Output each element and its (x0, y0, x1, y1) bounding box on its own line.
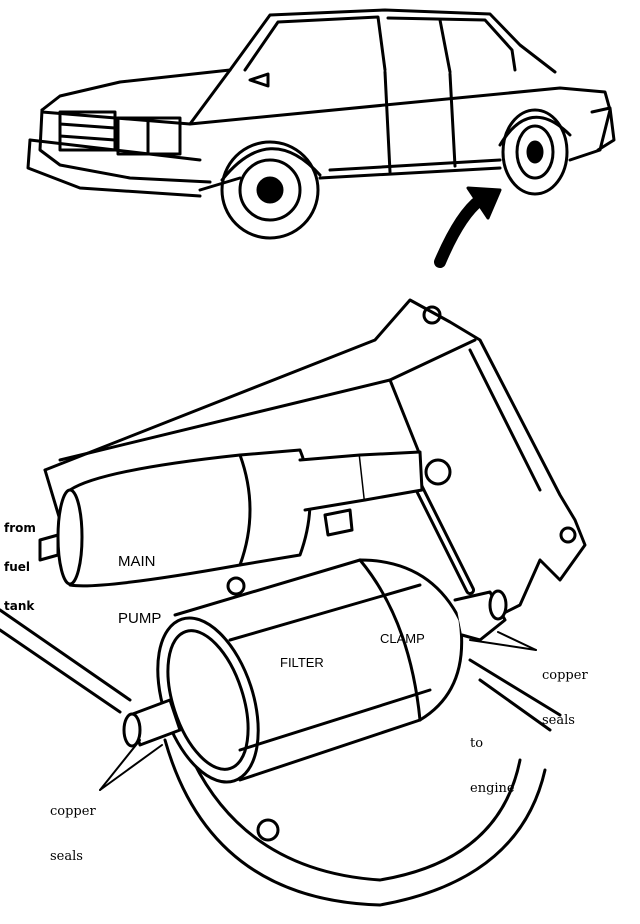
label-fuel-line: fuel (4, 560, 31, 574)
leader-lines (99, 631, 537, 791)
car-illustration (26, 8, 616, 240)
label-copper-seals-right: copper seals (542, 638, 588, 743)
label-engine-line: engine (470, 781, 515, 796)
pointer-arrow (434, 186, 502, 268)
label-from-line: from (4, 521, 36, 535)
label-to-line: to (470, 736, 484, 751)
label-to-engine: to engine (470, 706, 515, 811)
mounting-bracket (43, 298, 587, 617)
label-clamp: CLAMP (380, 631, 425, 646)
label-main-line: MAIN (118, 553, 156, 570)
label-seals-line: seals (50, 849, 83, 864)
label-filter: FILTER (280, 655, 324, 670)
label-from-fuel-tank: from fuel tank (4, 496, 36, 626)
label-tank-line: tank (4, 599, 35, 613)
fuel-filter (122, 558, 508, 842)
fuel-lines (0, 465, 562, 907)
label-pump-line: PUMP (118, 610, 162, 627)
label-copper-seals-left: copper seals (50, 774, 96, 879)
label-seals-line: seals (542, 713, 575, 728)
label-copper-line: copper (50, 804, 96, 819)
main-pump (38, 448, 452, 588)
label-copper-line: copper (542, 668, 588, 683)
label-main-pump: MAIN PUMP (118, 514, 161, 647)
